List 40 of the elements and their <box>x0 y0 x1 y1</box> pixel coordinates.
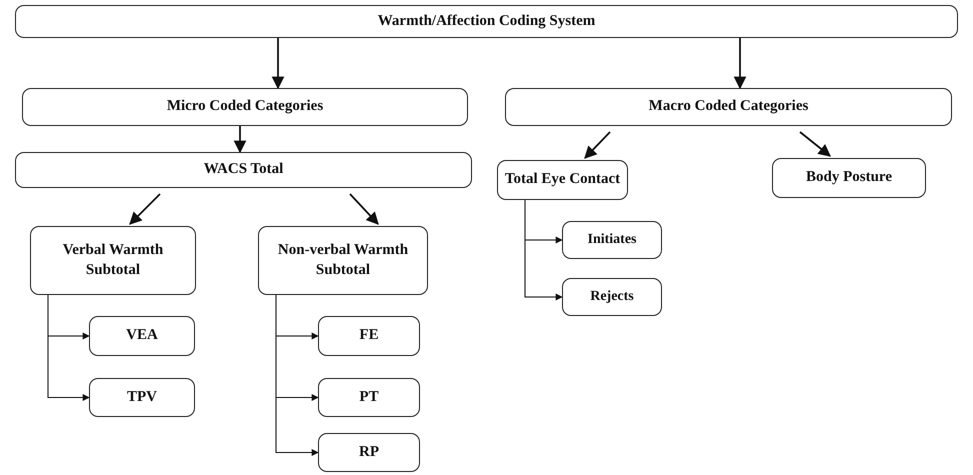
category-label: TPV <box>127 388 157 407</box>
category-box <box>15 5 958 38</box>
arrow <box>48 294 90 401</box>
category-box <box>22 88 468 126</box>
category-box <box>562 221 662 259</box>
arrow <box>349 193 379 225</box>
category-box <box>505 88 952 126</box>
category-box <box>318 378 420 417</box>
category-label: Verbal Warmth Subtotal <box>62 241 164 280</box>
category-label: Non-verbal Warmth Subtotal <box>276 241 410 280</box>
category-box <box>258 226 428 295</box>
category-label: PT <box>359 388 379 407</box>
category-box <box>497 160 628 200</box>
category-box <box>772 158 926 198</box>
arrow <box>734 38 746 90</box>
category-label: Body Posture <box>806 168 892 188</box>
arrow <box>524 200 563 300</box>
category-label: Micro Coded Categories <box>166 97 324 116</box>
category-box <box>562 278 662 316</box>
category-box <box>318 316 420 356</box>
category-box <box>30 226 196 295</box>
arrow <box>799 131 831 157</box>
category-label: FE <box>359 326 379 346</box>
category-label: Initiates <box>588 230 636 249</box>
arrow <box>129 193 161 225</box>
category-label: Macro Coded Categories <box>648 97 808 116</box>
category-label: Rejects <box>590 288 634 306</box>
category-box <box>89 316 195 356</box>
arrow <box>276 294 319 456</box>
category-label: Warmth/Affection Coding System <box>378 12 596 31</box>
category-label: VEA <box>126 326 158 346</box>
arrow <box>234 126 246 154</box>
category-label: WACS Total <box>204 160 284 180</box>
category-box <box>318 433 420 472</box>
category-label: Total Eye Contact <box>504 170 620 190</box>
arrow <box>584 131 611 159</box>
category-box <box>89 378 195 417</box>
arrow <box>272 38 284 90</box>
category-label: RP <box>359 442 379 462</box>
category-box <box>15 152 472 188</box>
